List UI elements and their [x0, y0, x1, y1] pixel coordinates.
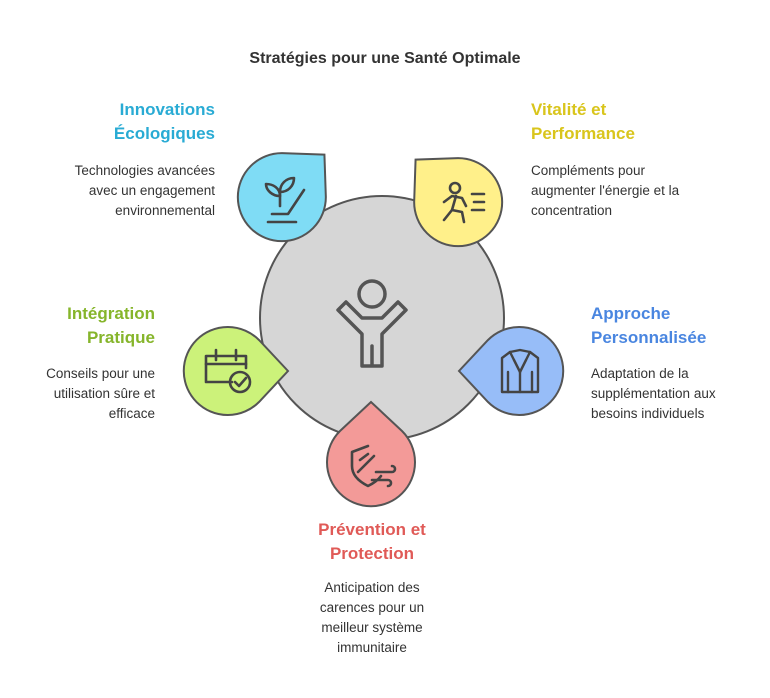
- prevention-heading: Prévention et Protection: [318, 520, 426, 563]
- vitalite-description: Compléments pour augmenter l'énergie et …: [531, 163, 680, 218]
- integration-heading: Intégration Pratique: [67, 304, 155, 347]
- diagram-title: Stratégies pour une Santé Optimale: [249, 50, 521, 67]
- approche-description: Adaptation de la supplémentation aux bes…: [591, 366, 716, 421]
- person-icon: [336, 279, 408, 368]
- vitalite-heading: Vitalité et Performance: [531, 100, 635, 143]
- prevention-drop: [326, 400, 416, 508]
- innovations-description: Technologies avancées avec un engagement…: [74, 163, 215, 218]
- suit-jacket-icon: [500, 348, 540, 394]
- shield-wind-icon: [350, 444, 397, 488]
- integration-drop: [182, 326, 290, 416]
- approche-heading: Approche Personnalisée: [591, 304, 707, 347]
- running-person-icon: [442, 181, 486, 224]
- vitalite-drop: [413, 157, 504, 248]
- innovations-heading: Innovations Écologiques: [113, 100, 215, 143]
- prevention-description: Anticipation des carences pour un meille…: [319, 580, 425, 655]
- integration-description: Conseils pour une utilisation sûre et ef…: [46, 366, 155, 421]
- innovations-drop: [236, 152, 327, 243]
- calendar-check-icon: [204, 348, 252, 394]
- plant-growth-icon: [264, 176, 306, 224]
